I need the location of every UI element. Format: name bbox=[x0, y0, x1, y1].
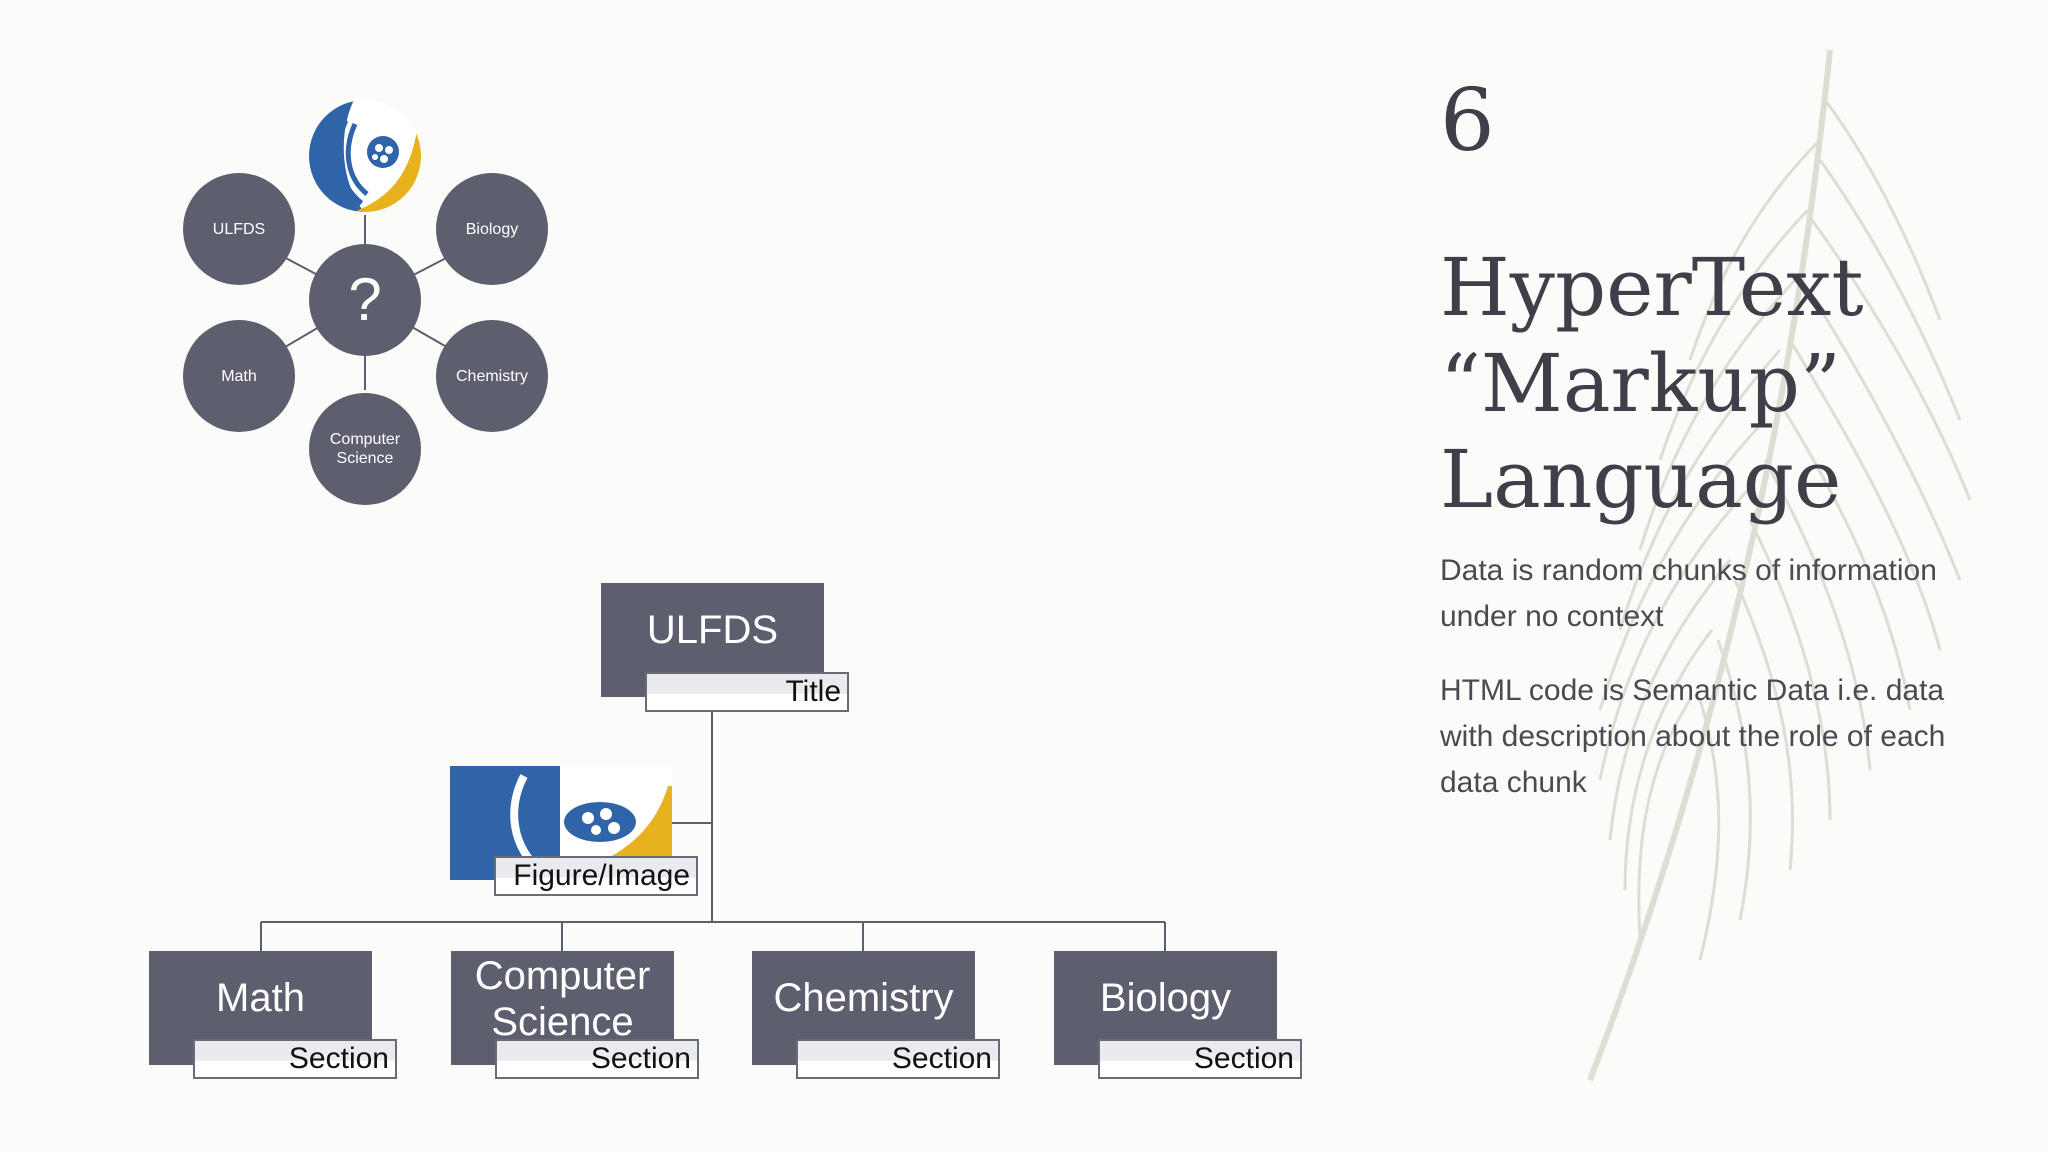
org-tag-section: Section bbox=[193, 1039, 397, 1079]
org-tag-title: Title bbox=[645, 672, 849, 712]
hub-center: ? bbox=[309, 244, 421, 356]
org-chart: ULFDS Title Figure/Image Math Se bbox=[149, 583, 1302, 1079]
hub-node-chemistry: Chemistry bbox=[436, 320, 548, 432]
hub-node-computer-science: Computer Science bbox=[309, 393, 421, 505]
org-tag-section: Section bbox=[1098, 1039, 1302, 1079]
slide-body: Data is random chunks of information und… bbox=[1440, 548, 1980, 834]
hub-node-math: Math bbox=[183, 320, 295, 432]
feather-decoration bbox=[1587, 49, 1972, 1082]
slide-number: 6 bbox=[1440, 71, 1495, 171]
body-paragraph: HTML code is Semantic Data i.e. data wit… bbox=[1440, 674, 1946, 799]
org-node-label: Math bbox=[216, 976, 305, 1020]
org-tag-section: Section bbox=[495, 1039, 699, 1079]
org-node-label: Biology bbox=[1099, 976, 1232, 1020]
title-line: “Markup” bbox=[1440, 337, 1841, 430]
hub-node-biology: Biology bbox=[436, 173, 548, 285]
ulfds-logo-icon bbox=[309, 100, 421, 212]
hub-node-ulfds: ULFDS bbox=[183, 173, 295, 285]
hub-diagram: ? ULFDS Biology Math Chemistry Computer … bbox=[170, 90, 570, 510]
slide-title: HyperText “Markup” Language bbox=[1440, 240, 2000, 528]
title-line: HyperText bbox=[1440, 241, 1864, 334]
org-node-label: ULFDS bbox=[646, 608, 779, 652]
org-connectors bbox=[260, 710, 1166, 951]
org-tag-figure: Figure/Image bbox=[494, 856, 698, 896]
org-node-biology: Biology bbox=[1054, 951, 1277, 1065]
org-node-label: Chemistry bbox=[773, 976, 954, 1020]
org-node-label: Computer Science bbox=[474, 954, 651, 1044]
body-paragraph: Data is random chunks of information und… bbox=[1440, 554, 1937, 633]
title-line: Language bbox=[1440, 433, 1842, 526]
org-tag-section: Section bbox=[796, 1039, 1000, 1079]
